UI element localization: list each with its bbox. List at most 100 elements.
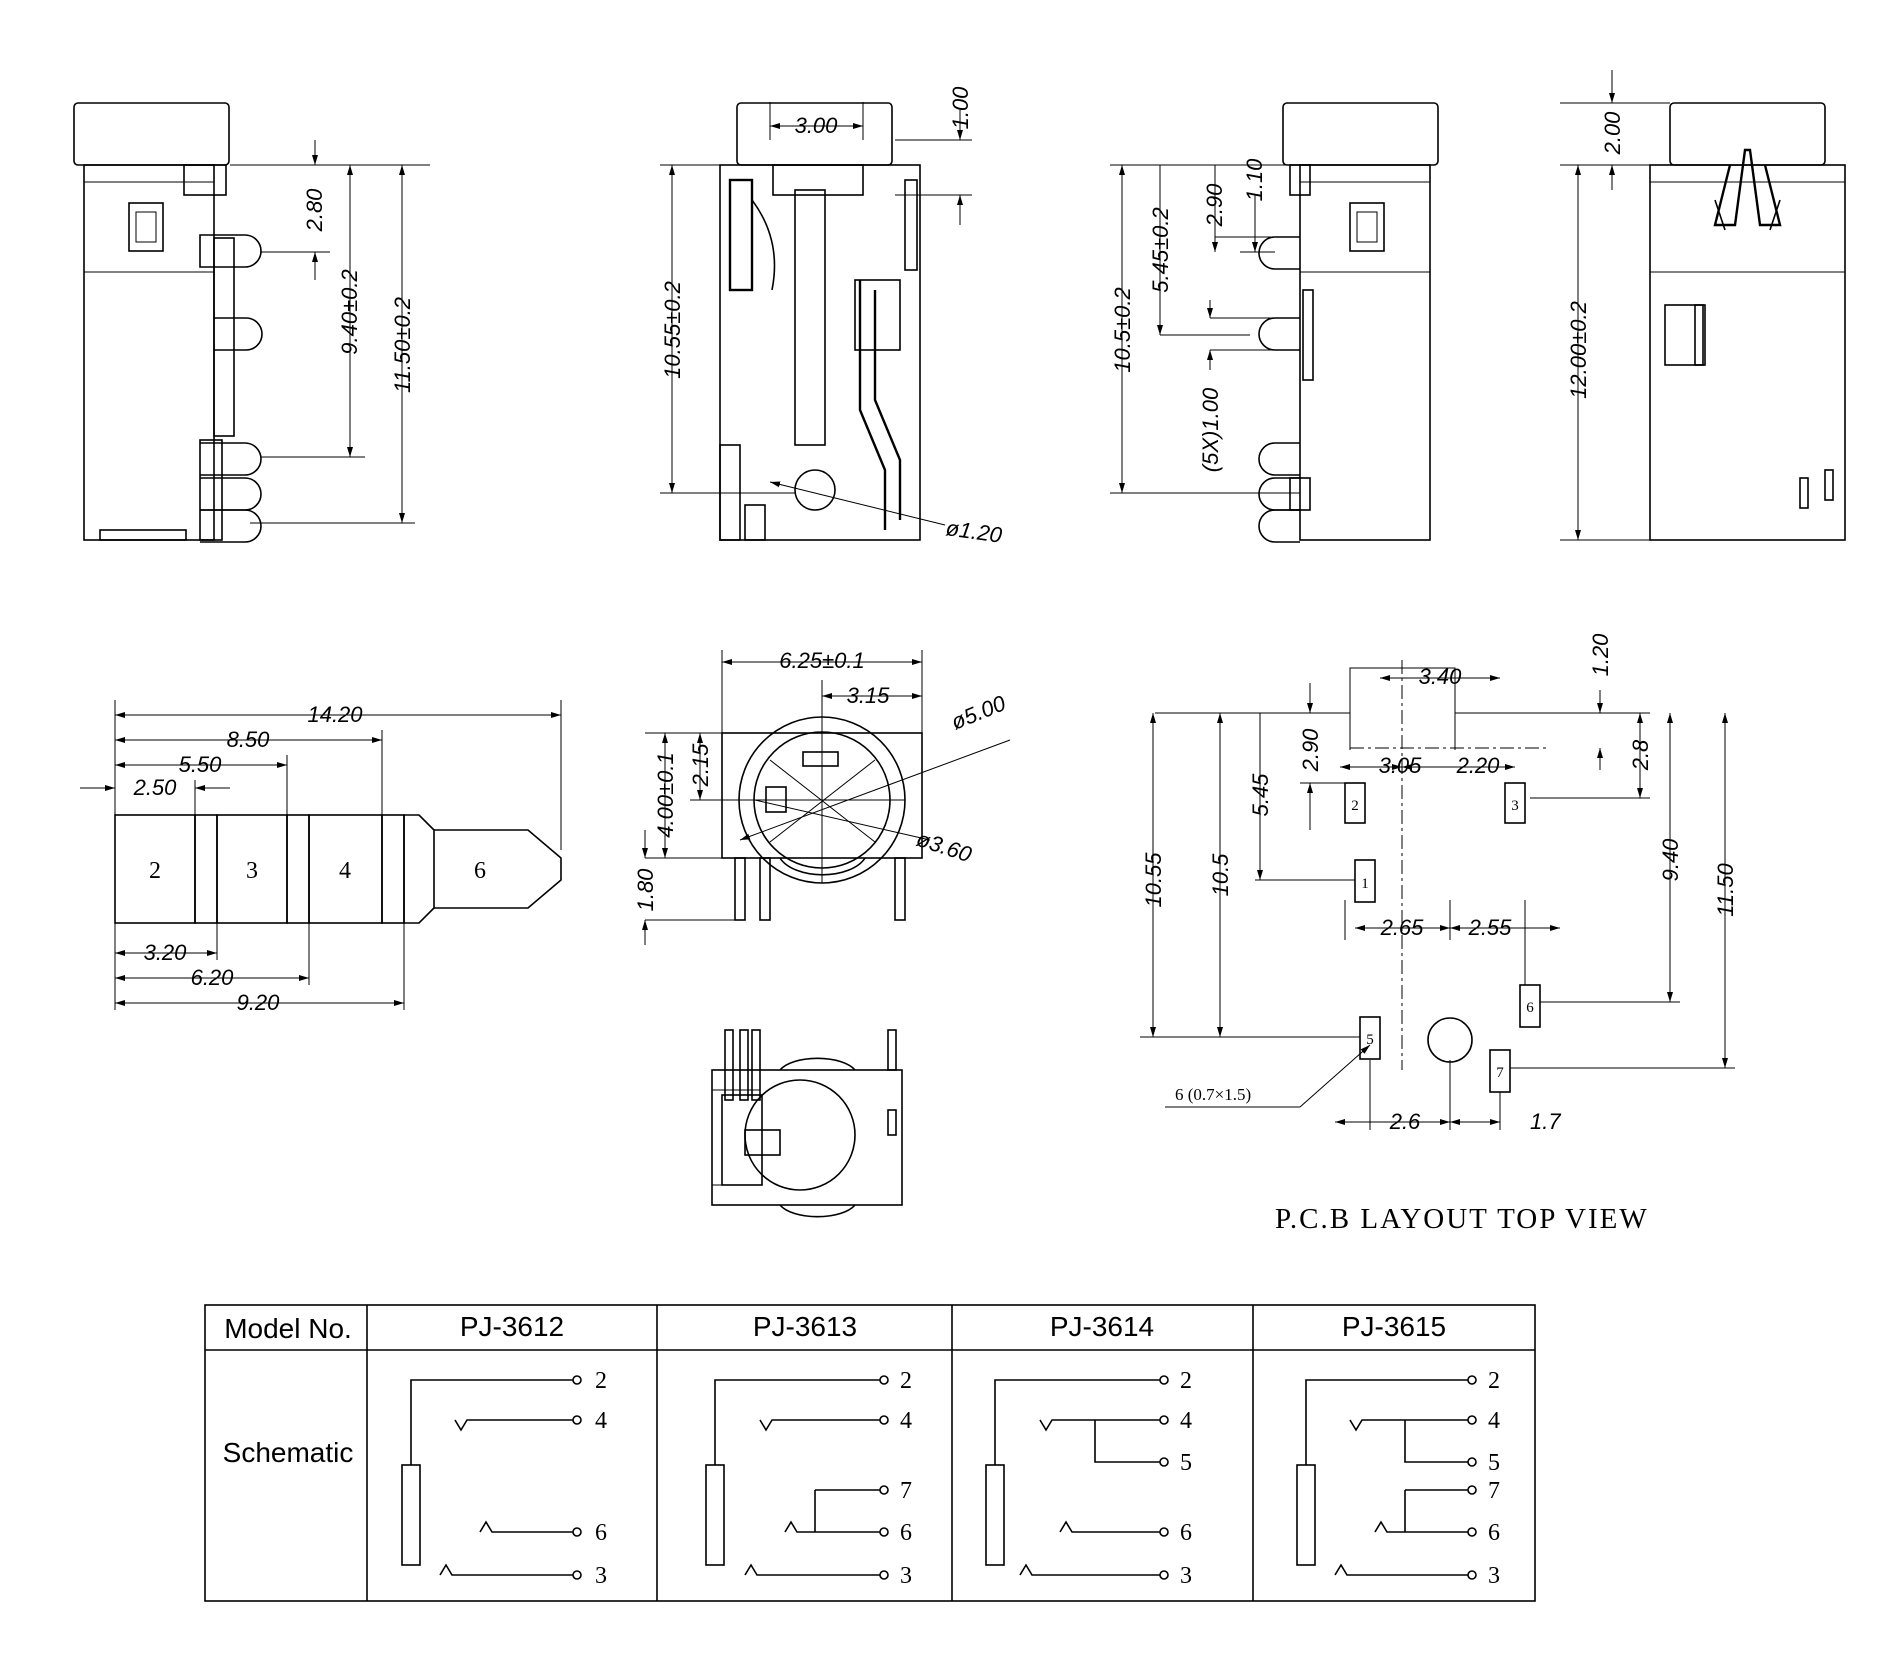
pcb-pad-label-3: 3 xyxy=(1511,798,1519,814)
dim-2-50: 2.50 xyxy=(133,775,178,800)
pin-pj-3613-4: 4 xyxy=(900,1408,912,1434)
pcb-pad-note: 6 (0.7×1.5) xyxy=(1175,1085,1251,1104)
pcb-dim-10-5: 10.5 xyxy=(1208,853,1233,897)
rear-view: 2.00 12.00±0.2 xyxy=(1560,70,1846,541)
schematic-pj-3614: 2 4 5 6 3 xyxy=(985,1368,1192,1589)
pcb-pad-1 xyxy=(1354,859,1376,903)
table-header-pj-3615: PJ-3615 xyxy=(1342,1311,1446,1342)
pin-pj-3612-2: 2 xyxy=(595,1368,607,1394)
plug-segment-6: 6 xyxy=(474,858,486,884)
pcb-pad-label-1: 1 xyxy=(1361,876,1369,892)
pcb-pad-6 xyxy=(1519,984,1541,1028)
pin-pj-3614-6: 6 xyxy=(1180,1520,1192,1546)
pin-pj-3613-2: 2 xyxy=(900,1368,912,1394)
pcb-pad-label-2: 2 xyxy=(1351,798,1359,814)
dim-2-15: 2.15 xyxy=(688,743,713,788)
plug-segment-3: 3 xyxy=(246,858,258,884)
dim-dia-5-00: ø5.00 xyxy=(948,690,1010,735)
plug-segment-4: 4 xyxy=(339,858,351,884)
dim-12-00: 12.00±0.2 xyxy=(1566,301,1591,399)
pcb-dim-3-40: 3.40 xyxy=(1419,664,1463,689)
pin-pj-3615-5: 5 xyxy=(1488,1450,1500,1476)
pcb-dim-11-50: 11.50 xyxy=(1713,863,1738,917)
dim-6-25: 6.25±0.1 xyxy=(779,648,864,673)
dim-2-80: 2.80 xyxy=(302,188,327,233)
pin-pj-3613-3: 3 xyxy=(900,1563,912,1589)
pcb-dim-9-40: 9.40 xyxy=(1658,838,1683,882)
pcb-dim-10-55: 10.55 xyxy=(1141,852,1166,908)
dim-2-90: 2.90 xyxy=(1202,183,1227,228)
pcb-layout: 2 3 1 6 5 7 3.40 xyxy=(1140,633,1738,1235)
pcb-dim-2-8: 2.8 xyxy=(1628,739,1653,771)
pcb-pad-label-6: 6 xyxy=(1526,1000,1534,1016)
pin-pj-3612-4: 4 xyxy=(595,1408,607,1434)
table-header-pj-3613: PJ-3613 xyxy=(753,1311,857,1342)
schematic-pj-3613: 2 4 7 6 3 xyxy=(705,1368,912,1589)
pcb-layout-title: P.C.B LAYOUT TOP VIEW xyxy=(1275,1203,1649,1235)
side-view-left: 2.80 9.40±0.2 11.50±0.2 xyxy=(73,102,430,543)
pcb-dim-1-20: 1.20 xyxy=(1588,633,1613,677)
jack-face-view: 6.25±0.1 3.15 ø5.00 ø3.60 4.00±0.1 2.15 … xyxy=(633,648,1011,945)
pcb-dim-2-55: 2.55 xyxy=(1468,915,1513,940)
pin-pj-3615-3: 3 xyxy=(1488,1563,1500,1589)
pin-pj-3615-6: 6 xyxy=(1488,1520,1500,1546)
dim-8-50: 8.50 xyxy=(227,727,271,752)
pcb-dim-2-6: 2.6 xyxy=(1389,1109,1421,1134)
table-row-label-schematic: Schematic xyxy=(223,1437,354,1468)
pin-pj-3615-2: 2 xyxy=(1488,1368,1500,1394)
pcb-dim-2-90: 2.90 xyxy=(1298,728,1323,773)
dim-dia-3-60: ø3.60 xyxy=(913,826,975,867)
pin-pj-3615-7: 7 xyxy=(1488,1478,1500,1504)
dim-14-20: 14.20 xyxy=(307,702,363,727)
table-header-pj-3612: PJ-3612 xyxy=(460,1311,564,1342)
dim-hole-1-20: ø1.20 xyxy=(944,515,1004,548)
dim-9-40: 9.40±0.2 xyxy=(337,269,362,354)
dim-3-15: 3.15 xyxy=(847,683,891,708)
table-header-pj-3614: PJ-3614 xyxy=(1050,1311,1154,1342)
pin-pj-3614-4: 4 xyxy=(1180,1408,1192,1434)
dim-9-20: 9.20 xyxy=(237,990,281,1015)
pin-pj-3613-6: 6 xyxy=(900,1520,912,1546)
dim-3-20: 3.20 xyxy=(144,940,188,965)
pin-pj-3612-3: 3 xyxy=(595,1563,607,1589)
pcb-dim-3-05: 3.05 xyxy=(1379,753,1423,778)
pin-pj-3614-5: 5 xyxy=(1180,1450,1192,1476)
side-view-right: 10.5±0.2 5.45±0.2 2.90 1.10 (5X)1.00 xyxy=(1110,102,1439,543)
pin-pj-3613-7: 7 xyxy=(900,1478,912,1504)
pcb-pad-3 xyxy=(1504,782,1526,824)
pcb-pad-5 xyxy=(1359,1016,1381,1060)
bottom-view xyxy=(711,1029,903,1218)
pin-pj-3612-6: 6 xyxy=(595,1520,607,1546)
pcb-pad-label-7: 7 xyxy=(1496,1065,1504,1081)
pcb-dim-1-7: 1.7 xyxy=(1530,1109,1561,1134)
pin-pj-3614-3: 3 xyxy=(1180,1563,1192,1589)
table-header-model: Model No. xyxy=(224,1313,352,1344)
dim-5-45: 5.45±0.2 xyxy=(1148,207,1173,292)
pin-pj-3615-4: 4 xyxy=(1488,1408,1500,1434)
pin-pj-3614-2: 2 xyxy=(1180,1368,1192,1394)
dim-3-00: 3.00 xyxy=(795,113,839,138)
pcb-dim-2-65: 2.65 xyxy=(1380,915,1425,940)
dim-1-10: 1.10 xyxy=(1242,158,1267,202)
dim-4-00: 4.00±0.1 xyxy=(653,752,678,837)
pcb-dim-2-20: 2.20 xyxy=(1456,753,1501,778)
dim-6-20: 6.20 xyxy=(191,965,235,990)
plug-view: 2 3 4 6 14.20 8.50 5.50 2.50 3.20 6.20 9… xyxy=(80,700,562,1015)
plug-segment-2: 2 xyxy=(149,858,161,884)
model-schematic-table: Model No. Schematic PJ-3612 PJ-3613 PJ-3… xyxy=(204,1304,1536,1602)
pcb-pad-2 xyxy=(1344,782,1366,824)
dim-10-5: 10.5±0.2 xyxy=(1110,287,1135,372)
dim-2-00: 2.00 xyxy=(1600,111,1625,156)
pcb-pad-label-5: 5 xyxy=(1366,1032,1374,1048)
dim-1-80: 1.80 xyxy=(633,868,658,912)
schematic-pj-3615: 2 4 5 7 6 3 xyxy=(1296,1368,1500,1589)
dim-10-55: 10.55±0.2 xyxy=(660,281,685,379)
dim-11-50: 11.50±0.2 xyxy=(390,297,415,393)
schematic-pj-3612: 2 4 6 3 xyxy=(401,1368,607,1589)
dim-1-00: 1.00 xyxy=(948,86,973,130)
dim-5x-1-00: (5X)1.00 xyxy=(1198,387,1223,472)
dim-5-50: 5.50 xyxy=(179,752,223,777)
pcb-dim-5-45: 5.45 xyxy=(1248,773,1273,817)
front-view-section: 3.00 1.00 10.55±0.2 ø1.20 xyxy=(660,86,1004,548)
